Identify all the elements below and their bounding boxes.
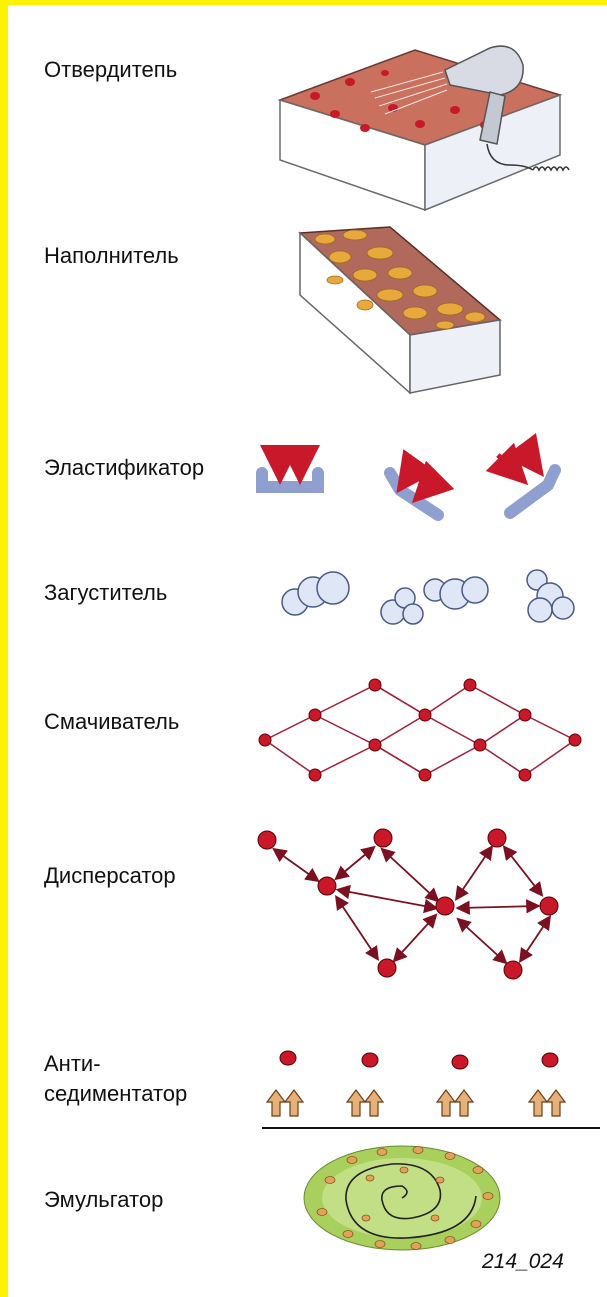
label-hardener: Отвердитепь: [44, 57, 178, 82]
plasticizer-illustration: [256, 433, 561, 521]
dispersant-illustration: [257, 828, 559, 980]
label-wetting-agent: Смачиватель: [44, 709, 180, 734]
frame-top-border: [0, 0, 607, 5]
hardener-illustration: [277, 45, 570, 212]
label-anti-settling-line2: седиментатор: [44, 1081, 188, 1106]
thickener-illustration: [281, 569, 575, 625]
wetting-agent-illustration: [258, 678, 582, 782]
label-thickener: Загуститель: [44, 580, 168, 605]
label-anti-settling-line1: Анти-: [44, 1051, 101, 1076]
frame-left-border: [0, 0, 8, 1297]
label-emulsifier: Эмульгатор: [44, 1187, 164, 1212]
emulsifier-illustration: [303, 1145, 501, 1251]
anti-settling-illustration: [262, 1050, 600, 1129]
label-plasticizer: Эластификатор: [44, 455, 205, 480]
filler-illustration: [298, 226, 502, 395]
label-dispersant: Дисперсатор: [44, 863, 176, 888]
figure-code: 214_024: [482, 1250, 564, 1273]
label-filler: Наполнитель: [44, 243, 179, 268]
